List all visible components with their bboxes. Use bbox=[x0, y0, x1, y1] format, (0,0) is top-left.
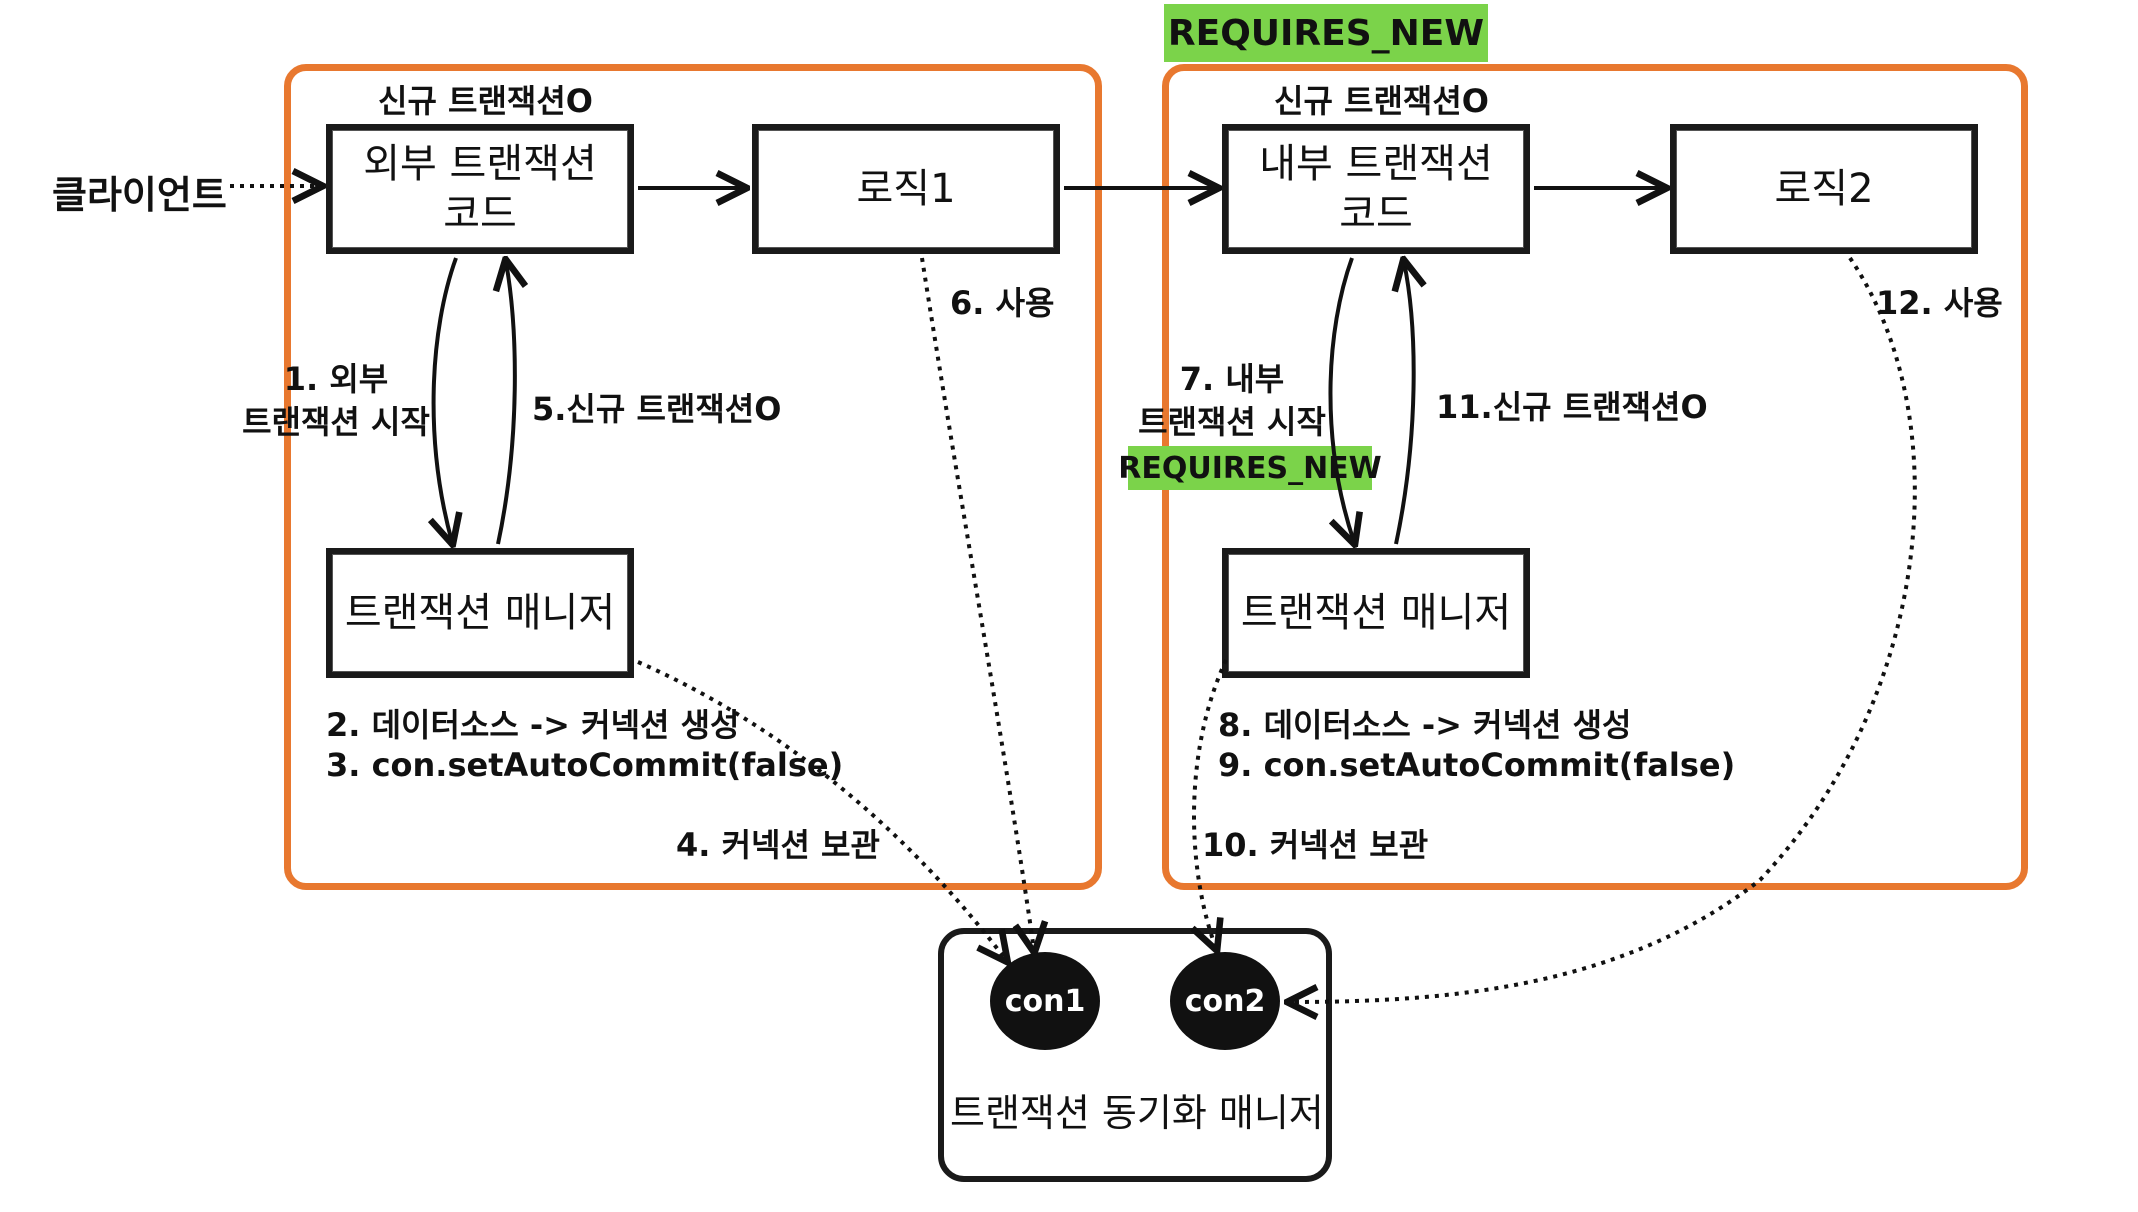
step-6-label: 6. 사용 bbox=[950, 284, 1055, 322]
con1-label: con1 bbox=[1004, 983, 1086, 1019]
step-7-label: 7. 내부 트랜잭션 시작 bbox=[1138, 360, 1326, 442]
con2-node: con2 bbox=[1170, 952, 1280, 1050]
outer-transaction-code-text: 외부 트랜잭션 코드 bbox=[363, 141, 597, 237]
step-10-label: 10. 커넥션 보관 bbox=[1202, 826, 1429, 864]
client-label: 클라이언트 bbox=[52, 173, 227, 217]
step-1-label: 1. 외부 트랜잭션 시작 bbox=[242, 360, 430, 442]
step-5-label: 5.신규 트랜잭션O bbox=[532, 390, 782, 428]
right-new-transaction-label: 신규 트랜잭션O bbox=[1274, 82, 1489, 120]
requires-new-tag-top: REQUIRES_NEW bbox=[1164, 4, 1488, 62]
logic1-text: 로직1 bbox=[856, 166, 956, 212]
step-11-arrow bbox=[1396, 262, 1414, 545]
logic2-text: 로직2 bbox=[1774, 166, 1874, 212]
inner-transaction-code-box: 내부 트랜잭션 코드 bbox=[1222, 124, 1530, 254]
step-8-label: 8. 데이터소스 -> 커넥션 생성 bbox=[1218, 706, 1632, 744]
step-4-label: 4. 커넥션 보관 bbox=[676, 826, 880, 864]
outer-transaction-code-box: 외부 트랜잭션 코드 bbox=[326, 124, 634, 254]
transaction-manager-left-text: 트랜잭션 매니저 bbox=[344, 590, 616, 636]
step-9-label: 9. con.setAutoCommit(false) bbox=[1218, 746, 1736, 784]
step-10-store-arrow bbox=[1194, 659, 1228, 948]
transaction-manager-left-box: 트랜잭션 매니저 bbox=[326, 548, 634, 678]
step-2-label: 2. 데이터소스 -> 커넥션 생성 bbox=[326, 706, 740, 744]
sync-manager-title: 트랜잭션 동기화 매니저 bbox=[950, 1091, 1324, 1135]
step-12-use-arrow bbox=[1290, 256, 1917, 1002]
logic2-box: 로직2 bbox=[1670, 124, 1978, 254]
step-4-store-arrow bbox=[637, 660, 1006, 960]
requires-new-tag-mid: REQUIRES_NEW bbox=[1118, 446, 1382, 490]
step-3-label: 3. con.setAutoCommit(false) bbox=[326, 746, 844, 784]
logic1-box: 로직1 bbox=[752, 124, 1060, 254]
transaction-manager-right-box: 트랜잭션 매니저 bbox=[1222, 548, 1530, 678]
step-1-arrow bbox=[434, 257, 456, 542]
step-7-arrow bbox=[1328, 257, 1354, 542]
outer-transaction-container bbox=[284, 64, 1102, 890]
step-6-use-arrow bbox=[920, 257, 1034, 950]
con1-node: con1 bbox=[990, 952, 1100, 1050]
step-11-label: 11.신규 트랜잭션O bbox=[1436, 388, 1708, 426]
inner-transaction-code-text: 내부 트랜잭션 코드 bbox=[1259, 141, 1493, 237]
left-new-transaction-label: 신규 트랜잭션O bbox=[378, 82, 593, 120]
step-12-label: 12. 사용 bbox=[1876, 284, 2003, 322]
step-5-arrow bbox=[498, 262, 515, 545]
con2-label: con2 bbox=[1184, 983, 1266, 1019]
transaction-manager-right-text: 트랜잭션 매니저 bbox=[1240, 590, 1512, 636]
